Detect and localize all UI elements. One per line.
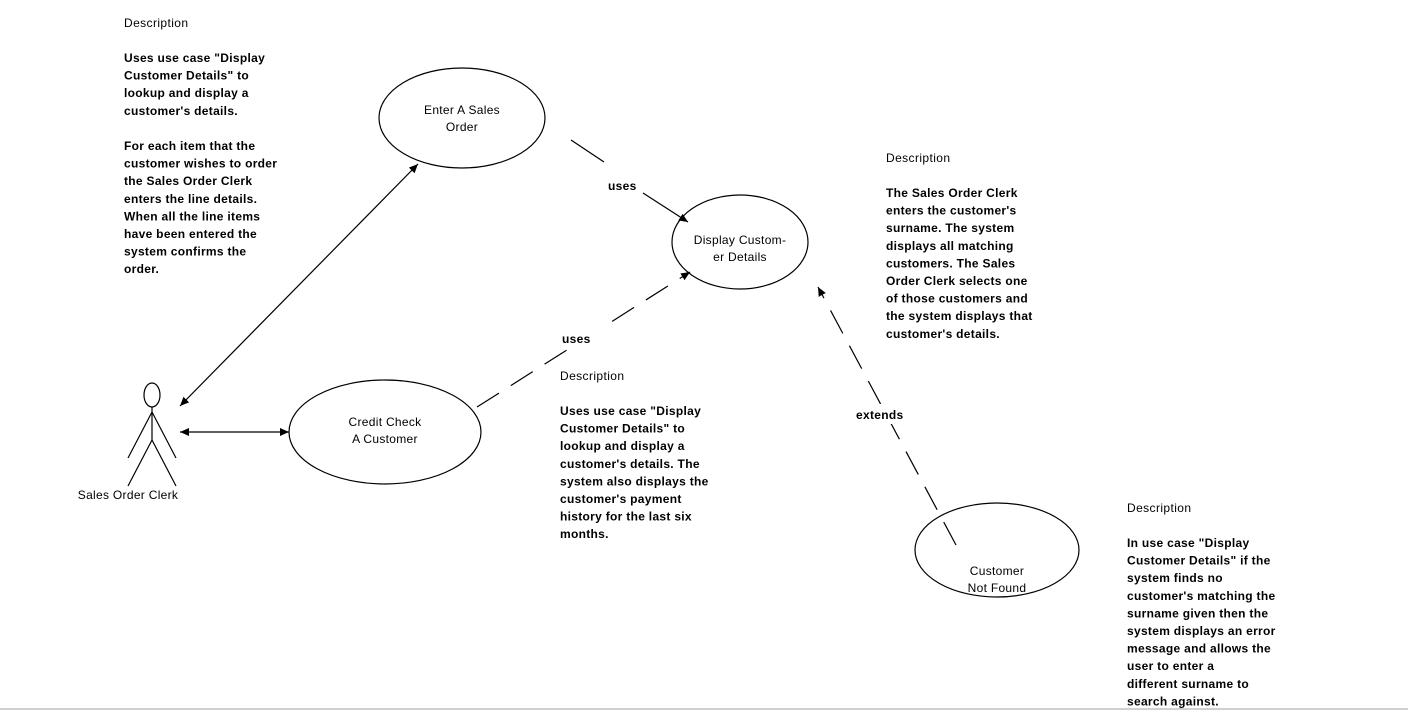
description-line: message and allows the — [1127, 642, 1271, 656]
description-line: system displays an error — [1127, 624, 1276, 638]
description-line: customer's details. — [124, 104, 238, 118]
description-line: Customer Details" if the — [1127, 554, 1271, 568]
uses-label-credit: uses — [562, 332, 591, 346]
use-case-enter-sales-order[interactable]: Enter A Sales Order — [378, 67, 546, 169]
description-title: Description — [886, 151, 950, 165]
description-line: different surname to — [1127, 677, 1249, 691]
description-title: Description — [560, 369, 624, 383]
description-line: of those customers and — [886, 292, 1028, 306]
association-actor-enter-sales-order[interactable] — [179, 163, 419, 407]
description-line: system confirms the — [124, 245, 246, 259]
description-title: Description — [1127, 501, 1191, 515]
bottom-border — [0, 708, 1408, 710]
use-case-label: Credit Check — [349, 415, 423, 429]
actor-left-arm — [127, 411, 153, 459]
description-line: the Sales Order Clerk — [124, 174, 252, 188]
use-case-label: Customer — [970, 564, 1024, 578]
description-line: For each item that the — [124, 139, 255, 153]
uses-line-enter-b[interactable] — [642, 192, 689, 223]
description-line: enters the customer's — [886, 204, 1017, 218]
use-case-label: Not Found — [968, 581, 1027, 595]
label-bg — [852, 404, 922, 424]
description-line: user to enter a — [1127, 659, 1214, 673]
description-line: Customer Details" to — [124, 69, 249, 83]
description-customer-not-found: Description In use case "DisplayCustomer … — [1127, 501, 1276, 708]
description-line: customer's matching the — [1127, 589, 1275, 603]
actor-sales-order-clerk[interactable]: Sales Order Clerk — [78, 382, 179, 502]
use-case-label: A Customer — [352, 432, 418, 446]
description-line: enters the line details. — [124, 192, 257, 206]
description-line: have been entered the — [124, 227, 257, 241]
description-line: search against. — [1127, 694, 1219, 708]
description-line: surname given then the — [1127, 606, 1268, 620]
description-line: In use case "Display — [1127, 536, 1249, 550]
description-line: When all the line items — [124, 209, 260, 223]
description-line: Customer Details" to — [560, 422, 685, 436]
description-line: surname. The system — [886, 221, 1014, 235]
description-line: customer's details. — [886, 327, 1000, 341]
description-line: Order Clerk selects one — [886, 274, 1028, 288]
description-line: customer's payment — [560, 492, 682, 506]
description-title: Description — [124, 16, 188, 30]
description-line: customers. The Sales — [886, 256, 1015, 270]
description-line: Uses use case "Display — [124, 51, 265, 65]
description-line: history for the last six — [560, 510, 692, 524]
actor-right-leg — [151, 439, 177, 487]
description-line: lookup and display a — [560, 439, 685, 453]
description-line: order. — [124, 262, 159, 276]
actor-label: Sales Order Clerk — [78, 488, 179, 502]
description-line: Uses use case "Display — [560, 404, 701, 418]
description-line: system finds no — [1127, 571, 1223, 585]
actor-left-leg — [127, 439, 153, 487]
description-line: customer wishes to order — [124, 157, 277, 171]
use-case-customer-not-found[interactable]: Customer Not Found — [914, 502, 1080, 598]
uses-line-enter-a[interactable] — [570, 139, 605, 163]
use-case-credit-check[interactable]: Credit Check A Customer — [288, 379, 482, 485]
use-case-label: Order — [446, 120, 478, 134]
use-case-display-customer-details[interactable]: Display Custom- er Details — [671, 194, 809, 290]
extends-line[interactable] — [817, 286, 957, 546]
description-line: lookup and display a — [124, 86, 249, 100]
label-bg — [556, 328, 604, 348]
actor-head — [143, 382, 161, 408]
description-line: customer's details. The — [560, 457, 700, 471]
use-case-label: Display Custom- — [694, 233, 787, 247]
extends-label: extends — [856, 408, 903, 422]
actor-right-arm — [151, 411, 177, 459]
use-case-label: Enter A Sales — [424, 103, 500, 117]
description-line: months. — [560, 527, 609, 541]
description-line: The Sales Order Clerk — [886, 186, 1018, 200]
use-case-label: er Details — [713, 250, 767, 264]
description-line: displays all matching — [886, 239, 1014, 253]
description-line: system also displays the — [560, 474, 709, 488]
uses-label-enter: uses — [608, 179, 637, 193]
description-line: the system displays that — [886, 309, 1033, 323]
